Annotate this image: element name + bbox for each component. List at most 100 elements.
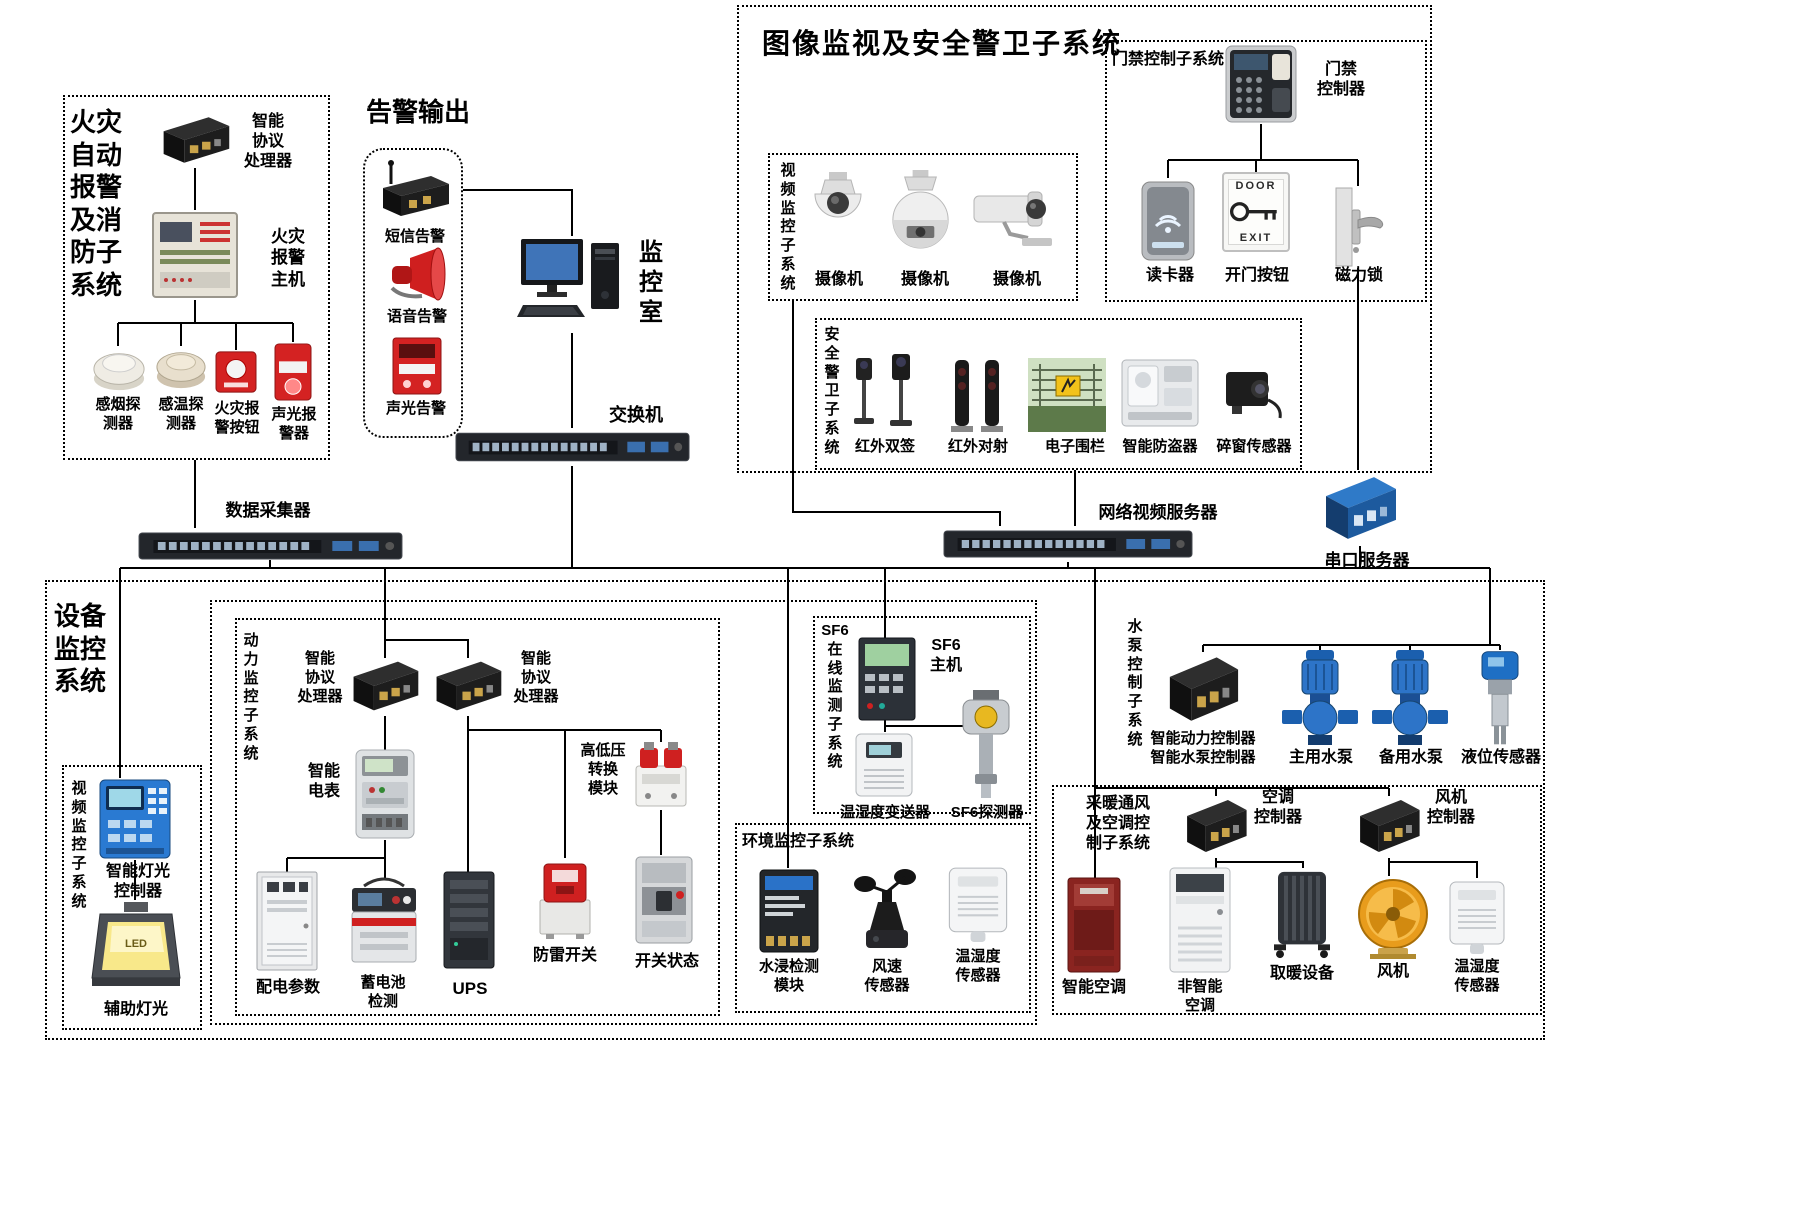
- video-server-label: 网络视频服务器: [1098, 503, 1218, 522]
- card-reader-icon: [1138, 178, 1198, 264]
- card-reader-device: [1138, 178, 1198, 264]
- pump-controller-device: [1164, 650, 1242, 728]
- th-transmitter-label: 温湿度变送器: [839, 804, 930, 821]
- smart-ac-label: 智能空调: [1061, 979, 1126, 996]
- protocol-processor-icon: [158, 112, 233, 168]
- ac-controller-label: 空调 控制器: [1253, 789, 1302, 826]
- ir-dual-label: 红外双签: [854, 438, 915, 455]
- ir-beam-icon: [943, 356, 1011, 436]
- left-video-title: 视 频 监 控 子 系 统: [71, 780, 87, 910]
- access-control-box: [1105, 40, 1427, 302]
- sms-alarm-icon: [375, 158, 455, 222]
- pump-subsystem-title: 水 泵 控 制 子 系 统: [1127, 618, 1143, 748]
- switch-icon: [455, 428, 690, 466]
- voice-alarm-label: 语音告警: [386, 308, 447, 325]
- pump-icon: [1282, 648, 1358, 748]
- power-processor2-device: [431, 656, 505, 716]
- image-security-subsystem-box: [737, 5, 1432, 473]
- floodlight-led-text: LED: [125, 938, 147, 950]
- fire-alarm-button-label: 火灾报 警按钮: [214, 400, 260, 436]
- light-controller-device: [96, 776, 174, 862]
- level-sensor-label: 液位传感器: [1460, 749, 1541, 766]
- wind-sensor-label: 风速 传感器: [864, 958, 910, 994]
- smoke-detector-label: 感烟探 测器: [95, 396, 141, 432]
- video-server-device: [943, 526, 1193, 562]
- voice-alarm-device: [380, 244, 452, 306]
- protocol-processor-icon: [431, 656, 505, 716]
- power-cabinet-icon: [254, 870, 320, 972]
- sf6-detector-label: SF6探测器: [950, 804, 1024, 821]
- ac-controller-icon: [1182, 794, 1250, 858]
- fire-protocol-processor-label: 智能 协议 处理器: [243, 113, 292, 170]
- fire-subsystem-title: 火灾 自动 报警 及消 防子 系统: [69, 107, 122, 300]
- window-break-sensor-device: [1216, 356, 1290, 430]
- window-sensor-label: 碎窗传感器: [1216, 438, 1292, 455]
- pump-icon: [1372, 648, 1448, 748]
- floodlight-label: 辅助灯光: [103, 1001, 168, 1018]
- main-pump-device: [1282, 648, 1358, 748]
- fan-device: [1350, 874, 1436, 960]
- door-button-door-text: DOOR: [1235, 180, 1277, 193]
- anti-theft-device: [1120, 356, 1200, 430]
- lightning-switch-label: 防雷开关: [532, 947, 597, 964]
- data-collector-label: 数据采集器: [225, 501, 311, 520]
- env-subsystem-title: 环境监控子系统: [742, 833, 855, 850]
- fire-alarm-button-device: [214, 350, 258, 394]
- water-detect-module-device: [752, 866, 826, 956]
- door-open-button-label: 开门按钮: [1224, 267, 1289, 284]
- power-cabinet-label: 配电参数: [255, 979, 320, 996]
- light-controller-label: 智能灯光 控制器: [105, 863, 170, 900]
- fan-icon: [1350, 874, 1436, 960]
- electric-fence-label: 电子围栏: [1044, 438, 1105, 455]
- wind-sensor-device: [848, 862, 926, 956]
- plain-ac-device: [1162, 866, 1238, 976]
- smoke-detector-device: [92, 346, 146, 392]
- fan-controller-device: [1355, 794, 1423, 858]
- backup-pump-label: 备用水泵: [1378, 749, 1443, 766]
- ups-icon: [440, 870, 498, 970]
- fire-alarm-host-icon: [150, 210, 240, 300]
- env-th-sensor-label: 温湿度 传感器: [955, 948, 1001, 984]
- card-reader-label: 读卡器: [1145, 267, 1194, 284]
- power-processor1-label: 智能 协议 处理器: [297, 650, 343, 705]
- network-switch-label: 交换机: [609, 405, 663, 425]
- window-sensor-icon: [1216, 356, 1290, 430]
- sound-light-alarm-device: [389, 334, 445, 398]
- wind-sensor-icon: [848, 862, 926, 956]
- breaker-label: 开关状态: [634, 953, 699, 970]
- smart-meter-icon: [352, 748, 418, 840]
- pump-controller-icon: [1164, 650, 1242, 728]
- fire-protocol-processor-device: [158, 112, 233, 168]
- env-th-sensor-device: [943, 862, 1013, 944]
- sf6-detector-icon: [955, 688, 1017, 800]
- level-sensor-device: [1468, 648, 1532, 748]
- electric-fence-device: [1026, 356, 1108, 434]
- hvlv-module-icon: [630, 740, 692, 810]
- control-room-computer-device: [515, 233, 630, 333]
- left-video-monitor-box: [62, 765, 202, 1030]
- smoke-detector-icon: [92, 346, 146, 392]
- breaker-icon: [628, 853, 700, 947]
- lightning-switch-device: [530, 856, 600, 940]
- magnetic-lock-device: [1326, 186, 1390, 268]
- camera3-label: 摄像机: [992, 271, 1041, 288]
- video-surveillance-box: [768, 153, 1078, 301]
- bullet-camera-device: [970, 180, 1058, 254]
- equipment-monitor-box: [45, 580, 1545, 1040]
- ir-dual-icon: [848, 352, 920, 436]
- th-transmitter-device: [852, 730, 916, 800]
- hvlv-module-label: 高低压 转换 模块: [580, 742, 626, 797]
- ir-beam-label: 红外对射: [947, 438, 1008, 455]
- battery-tester-icon: [344, 876, 424, 970]
- hvac-th-sensor-device: [1444, 876, 1510, 956]
- hvac-th-sensor-label: 温湿度 传感器: [1454, 958, 1500, 994]
- level-sensor-icon: [1468, 648, 1532, 748]
- smart-meter-device: [352, 748, 418, 840]
- anti-theft-icon: [1120, 356, 1200, 430]
- anti-theft-label: 智能防盗器: [1122, 438, 1198, 455]
- video-surveillance-title: 视 频 监 控 子 系 统: [780, 162, 796, 292]
- sounder-icon: [271, 342, 315, 402]
- serial-server-label: 串口服务器: [1324, 551, 1410, 570]
- serial-server-icon: [1320, 470, 1400, 546]
